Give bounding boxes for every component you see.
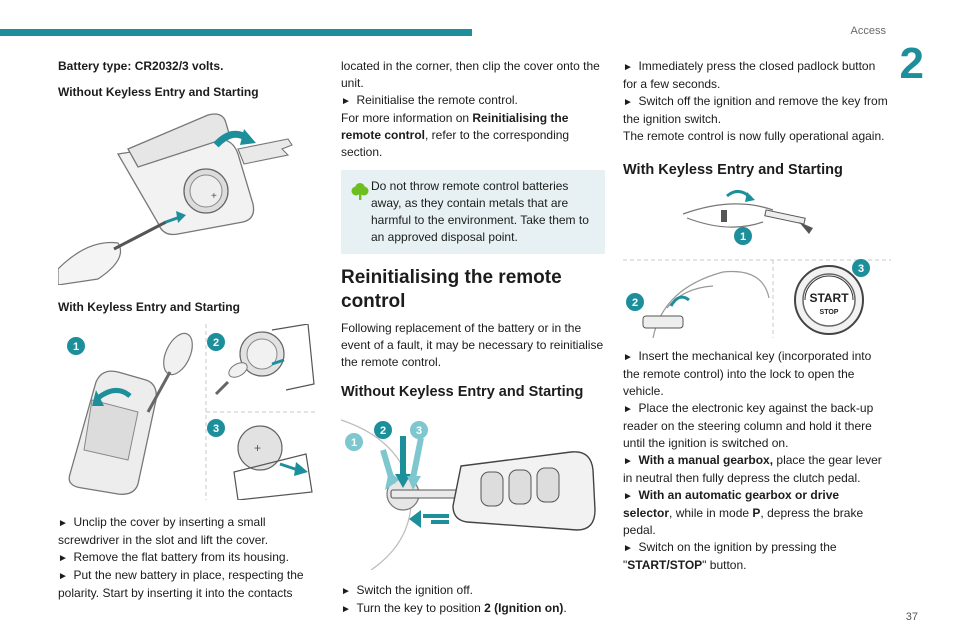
keyless-battery-illustration: 1 2 + 3 xyxy=(67,324,316,500)
figure-keyless-battery: 1 2 + 3 xyxy=(58,324,316,500)
step-turn-key: Turn the key to position 2 (Ignition on)… xyxy=(341,600,605,618)
tree-icon xyxy=(351,183,369,200)
turn-key-post: . xyxy=(563,601,567,615)
stop-label: STOP xyxy=(820,309,839,316)
reinit-intro: Following replacement of the battery or … xyxy=(341,321,604,369)
step-place-key: Place the electronic key against the bac… xyxy=(623,400,891,452)
figure-keyless-start: 1 2 START STOP 3 xyxy=(623,188,891,338)
switch-on-pre: Switch on the ignition by pressing the " xyxy=(623,540,837,572)
marker-1-label: 1 xyxy=(351,437,357,449)
manual-gearbox-label: With a manual gearbox, xyxy=(638,453,774,467)
step-remove-battery: Remove the flat battery from its housing… xyxy=(58,549,316,567)
switch-on-post: " button. xyxy=(702,558,747,572)
marker-3-label: 3 xyxy=(416,425,422,437)
header-accent-bar xyxy=(0,29,472,36)
svg-text:+: + xyxy=(211,191,217,202)
start-label: START xyxy=(809,291,849,305)
automatic-gearbox-label: With an automatic gearbox or drive selec… xyxy=(623,488,840,520)
automatic-gearbox-mode: P xyxy=(752,506,761,520)
svg-text:+: + xyxy=(254,441,261,455)
marker-2-label: 2 xyxy=(213,337,219,349)
turn-key-position: 2 (Ignition on) xyxy=(484,601,564,615)
marker-2 xyxy=(626,293,644,311)
chapter-number: 2 xyxy=(899,39,924,88)
step-insert-key: Insert the mechanical key (incorporated … xyxy=(623,348,891,400)
more-info-pre: For more information on xyxy=(341,111,473,125)
step-ignition-off: Switch the ignition off. xyxy=(341,582,605,600)
manual-gearbox-text: place the gear lever in neutral then ful… xyxy=(623,453,882,485)
heading-with-keyless: With Keyless Entry and Starting xyxy=(58,300,240,314)
marker-1 xyxy=(67,337,85,355)
marker-1 xyxy=(734,227,752,245)
step-press-padlock: Immediately press the closed padlock but… xyxy=(623,58,891,93)
step-new-battery: Put the new battery in place, respecting… xyxy=(58,567,316,602)
step-switch-on-ignition: Switch on the ignition by pressing the "… xyxy=(623,539,891,574)
heading-reinitialising: Reinitialising the remote control xyxy=(341,267,562,312)
marker-3 xyxy=(207,419,225,437)
turn-key-pre: Turn the key to position xyxy=(356,601,485,615)
marker-1-label: 1 xyxy=(73,341,79,353)
continuation-text: located in the corner, then clip the cov… xyxy=(341,59,600,90)
automatic-gearbox-pre: , while in mode xyxy=(669,506,753,520)
step-unclip-cover: Unclip the cover by inserting a small sc… xyxy=(58,514,316,549)
column-3: Immediately press the closed padlock but… xyxy=(623,58,891,574)
marker-2 xyxy=(207,333,225,351)
automatic-gearbox-post: , depress the brake pedal. xyxy=(623,506,864,537)
more-info-link[interactable]: Reinitialising the remote control xyxy=(341,111,569,142)
marker-2-label: 2 xyxy=(632,297,638,309)
marker-1-label: 1 xyxy=(740,231,746,243)
operational-text: The remote control is now fully operatio… xyxy=(623,129,885,143)
more-info-text: For more information on Reinitialising t… xyxy=(341,110,605,161)
keyless-start-illustration: 1 2 START STOP 3 xyxy=(623,190,891,338)
step-automatic-gearbox: With an automatic gearbox or drive selec… xyxy=(623,487,891,539)
figure-key-ignition: 1 2 3 xyxy=(341,410,605,570)
eco-note-text: Do not throw remote control batteries aw… xyxy=(371,179,589,244)
marker-2 xyxy=(374,421,392,439)
column-1: Battery type: CR2032/3 volts. Without Ke… xyxy=(58,58,316,602)
marker-3-label: 3 xyxy=(858,263,864,275)
column-2: located in the corner, then clip the cov… xyxy=(341,58,605,618)
remote-cover-illustration: + xyxy=(58,113,293,285)
step-reinitialise: Reinitialise the remote control. xyxy=(341,92,605,110)
marker-3-label: 3 xyxy=(213,423,219,435)
figure-remote-open-cover: + xyxy=(58,109,316,285)
marker-1 xyxy=(345,433,363,451)
marker-3 xyxy=(852,259,870,277)
start-stop-label: START/STOP xyxy=(627,558,703,572)
more-info-post: , refer to the corresponding section. xyxy=(341,128,570,159)
battery-type: Battery type: CR2032/3 volts. xyxy=(58,59,224,73)
key-ignition-illustration: 1 2 3 xyxy=(341,419,596,570)
step-switch-off-ignition: Switch off the ignition and remove the k… xyxy=(623,93,891,128)
page-number: 37 xyxy=(905,611,918,623)
step-manual-gearbox: With a manual gearbox, place the gear le… xyxy=(623,452,891,487)
marker-3 xyxy=(410,421,428,439)
eco-note-box: Do not throw remote control batteries aw… xyxy=(341,170,605,254)
heading-with-keyless-2: With Keyless Entry and Starting xyxy=(623,162,843,178)
marker-2-label: 2 xyxy=(380,425,386,437)
section-title: Access xyxy=(850,25,886,37)
heading-without-keyless: Without Keyless Entry and Starting xyxy=(58,85,259,99)
heading-without-keyless-2: Without Keyless Entry and Starting xyxy=(341,384,584,400)
